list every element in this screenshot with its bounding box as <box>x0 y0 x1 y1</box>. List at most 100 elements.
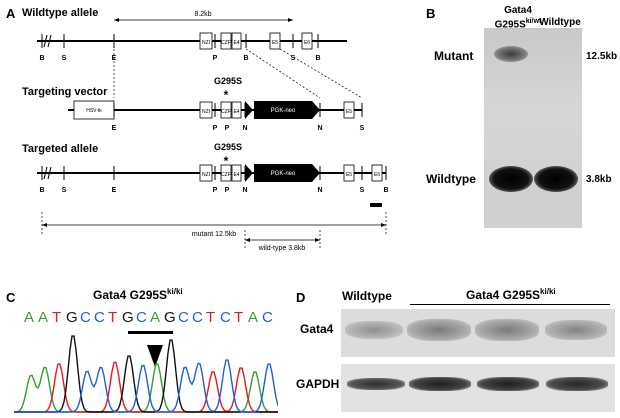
lane-wildtype-header: Wildtype <box>539 17 581 28</box>
pgk-neo-label: PGK-neo <box>271 108 296 114</box>
exon-e5-label: E5 <box>346 109 352 115</box>
lane-knockin-sup: ki/wt <box>525 18 542 25</box>
loxp-arrow <box>245 101 253 119</box>
base-letter: C <box>220 309 231 326</box>
western-row-gapdh-label: GAPDH <box>296 377 340 391</box>
probe-bar <box>370 203 382 207</box>
exon-czf-label: CZF <box>221 40 231 46</box>
western-band <box>347 378 405 390</box>
base-letter: A <box>150 309 161 326</box>
mutation-label: G295S <box>214 76 242 86</box>
pgk-neo-label: PGK-neo <box>271 171 296 177</box>
exon-nzi <box>199 32 213 50</box>
site-label: E <box>112 125 117 132</box>
base-letter: A <box>248 309 259 326</box>
western-band <box>407 319 471 341</box>
site-label: B <box>39 55 44 62</box>
panel-c-letter: C <box>6 290 16 305</box>
base-letter: G <box>122 309 134 326</box>
site-label: S <box>62 187 67 194</box>
western-blot-gapdh <box>341 364 615 412</box>
exon-e5 <box>269 32 281 50</box>
base-letter: T <box>52 309 62 326</box>
lane-knockin-header: Gata4 G295Ski/wt <box>488 5 548 30</box>
western-band <box>546 377 608 391</box>
western-band <box>409 377 471 391</box>
mutation-asterisk: * <box>224 88 229 102</box>
wildtype-size-marker: 3.8kb <box>586 174 612 185</box>
exon-e6-label: E6 <box>374 172 380 178</box>
size-label-8-2: 8.2kb <box>194 11 211 18</box>
exon-e4-label: E4 <box>233 40 239 46</box>
western-row-gata4-label: Gata4 <box>300 322 334 336</box>
western-wildtype-header: Wildtype <box>342 289 392 303</box>
panel-a-letter: A <box>6 6 16 21</box>
allele-diagram: Wildtype allele 8.2kb NZI CZF E4 E5 E6 B… <box>22 7 389 252</box>
site-label: N <box>242 187 247 194</box>
trace-c <box>14 359 278 413</box>
pgk-neo-cassette <box>254 101 312 119</box>
site-label: S <box>291 55 296 62</box>
western-band <box>345 321 403 339</box>
mutation-asterisk: * <box>224 154 229 168</box>
base-letter: T <box>234 309 244 326</box>
lane-knockin-line1: Gata4 <box>504 5 532 16</box>
base-letter: A <box>24 309 35 326</box>
site-label: P <box>213 125 218 132</box>
western-blot-gata4 <box>341 309 615 357</box>
codon-underline <box>128 331 173 334</box>
site-label: B <box>243 55 248 62</box>
site-label: S <box>360 125 365 132</box>
site-label: N <box>317 125 322 132</box>
exon-nzi-label: NZI <box>202 109 210 115</box>
western-group-header: Gata4 G295Ski/ki <box>466 287 556 302</box>
targeted-allele-title: Targeted allele <box>22 143 98 155</box>
wildtype-allele-title: Wildtype allele <box>22 7 98 19</box>
loxp-arrow <box>312 101 320 119</box>
pgk-neo-cassette <box>254 164 312 182</box>
chromatogram <box>14 335 278 413</box>
break-mark <box>43 34 52 48</box>
homology-lines <box>113 48 363 99</box>
site-label: P <box>225 125 230 132</box>
targeting-vector-title: Targeting vector <box>22 86 108 98</box>
mutant-size-label: mutant 12.5kb <box>192 231 236 238</box>
group-bracket-line <box>410 304 610 305</box>
western-group-sup: ki/ki <box>540 287 556 296</box>
site-label: P <box>213 187 218 194</box>
exon-czf <box>220 32 232 50</box>
chromatogram-title: Gata4 G295Ski/ki <box>93 287 183 302</box>
exon-nzi-label: NZI <box>202 40 210 46</box>
base-letter: A <box>38 309 49 326</box>
mutant-band-label: Mutant <box>434 49 474 63</box>
panel-b-letter: B <box>426 6 436 21</box>
site-label: P <box>213 55 218 62</box>
site-label: B <box>315 55 320 62</box>
western-band <box>475 319 539 341</box>
western-band <box>545 320 607 340</box>
mutation-arrowhead <box>147 345 163 367</box>
site-label: B <box>39 187 44 194</box>
exon-nzi-label: NZI <box>202 172 210 178</box>
site-label: N <box>317 187 322 194</box>
exon-e4-label: E4 <box>233 109 239 115</box>
base-letter: G <box>66 309 78 326</box>
base-letter: C <box>80 309 91 326</box>
western-group-text: Gata4 G295S <box>466 288 541 302</box>
base-letter: C <box>262 309 273 326</box>
site-label: S <box>360 187 365 194</box>
site-label: N <box>242 125 247 132</box>
exon-czf-label: CZF <box>221 172 231 178</box>
southern-blot <box>484 28 582 228</box>
mutant-band <box>494 46 528 62</box>
site-label: S <box>62 55 67 62</box>
exon-e4 <box>231 32 242 50</box>
western-band <box>477 377 539 391</box>
base-letter: C <box>178 309 189 326</box>
base-letter: C <box>192 309 203 326</box>
panel-d-letter: D <box>296 290 306 305</box>
exon-e6 <box>301 32 313 50</box>
chromatogram-title-text: Gata4 G295S <box>93 288 168 302</box>
base-letter: T <box>206 309 216 326</box>
wildtype-size-label: wild-type 3.8kb <box>258 245 306 252</box>
